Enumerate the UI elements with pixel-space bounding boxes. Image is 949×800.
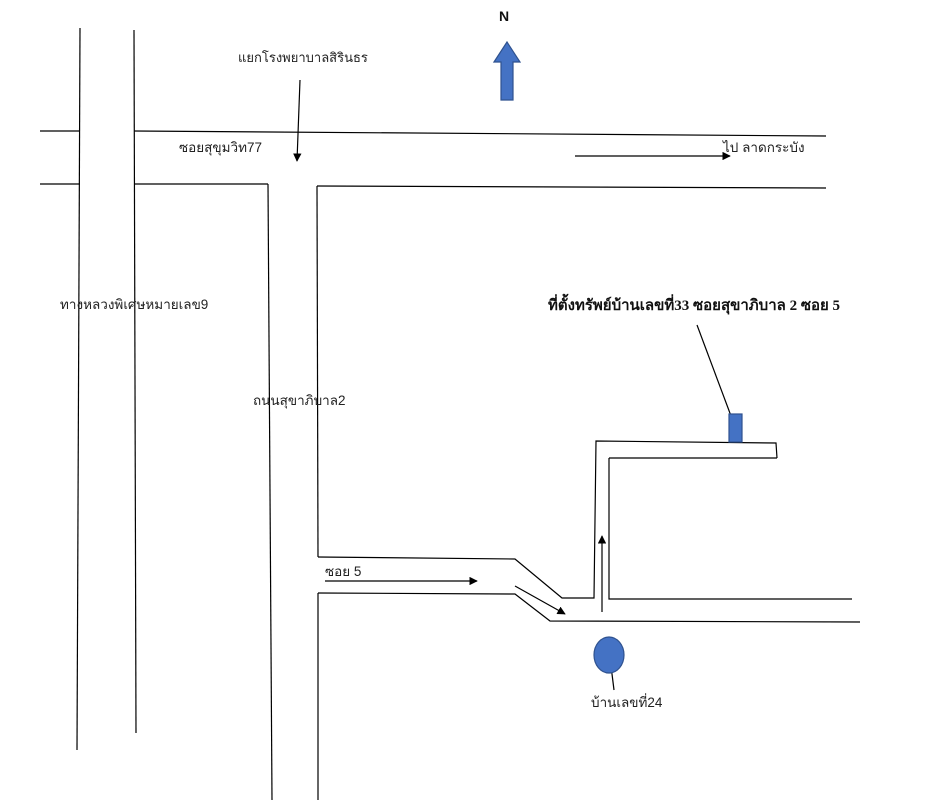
north-label: N: [499, 8, 510, 24]
house-24-marker-icon: [593, 636, 625, 674]
sukhaphiban2-label: ถนนสุขาภิบาล2: [253, 393, 346, 408]
sukhumvit77-label: ซอยสุขุมวิท77: [179, 140, 263, 155]
intersection-label: แยกโรงพยาบาลสิรินธร: [238, 50, 368, 65]
north-arrow-icon: [492, 40, 522, 101]
highway9-label: ทางหลวงพิเศษหมายเลข9: [60, 297, 209, 312]
soi5-road-edge: [608, 458, 852, 600]
soi5-diagonal-arrow: [514, 585, 566, 615]
soi5-road-edge: [317, 440, 778, 599]
soi5-label: ซอย 5: [325, 564, 362, 579]
sukhumvit77-road-edge: [316, 185, 827, 189]
intersection-pointer-arrow: [293, 79, 302, 162]
sukhaphiban2-road-edge: [316, 185, 319, 558]
highway9-road-edge: [76, 27, 81, 751]
to-lat-krabang-label: ไป ลาดกระบัง: [723, 140, 805, 155]
highway9-road-edge: [133, 29, 137, 734]
sukhaphiban2-road-edge: [267, 183, 273, 800]
sukhumvit77-road-edge: [133, 130, 827, 137]
soi5-road-edge: [317, 592, 861, 623]
house24-label: บ้านเลขที่24: [591, 695, 663, 710]
property-location-label: ที่ตั้งทรัพย์บ้านเลขที่33 ซอยสุขาภิบาล 2…: [548, 298, 841, 314]
property-marker-icon: [728, 413, 743, 443]
